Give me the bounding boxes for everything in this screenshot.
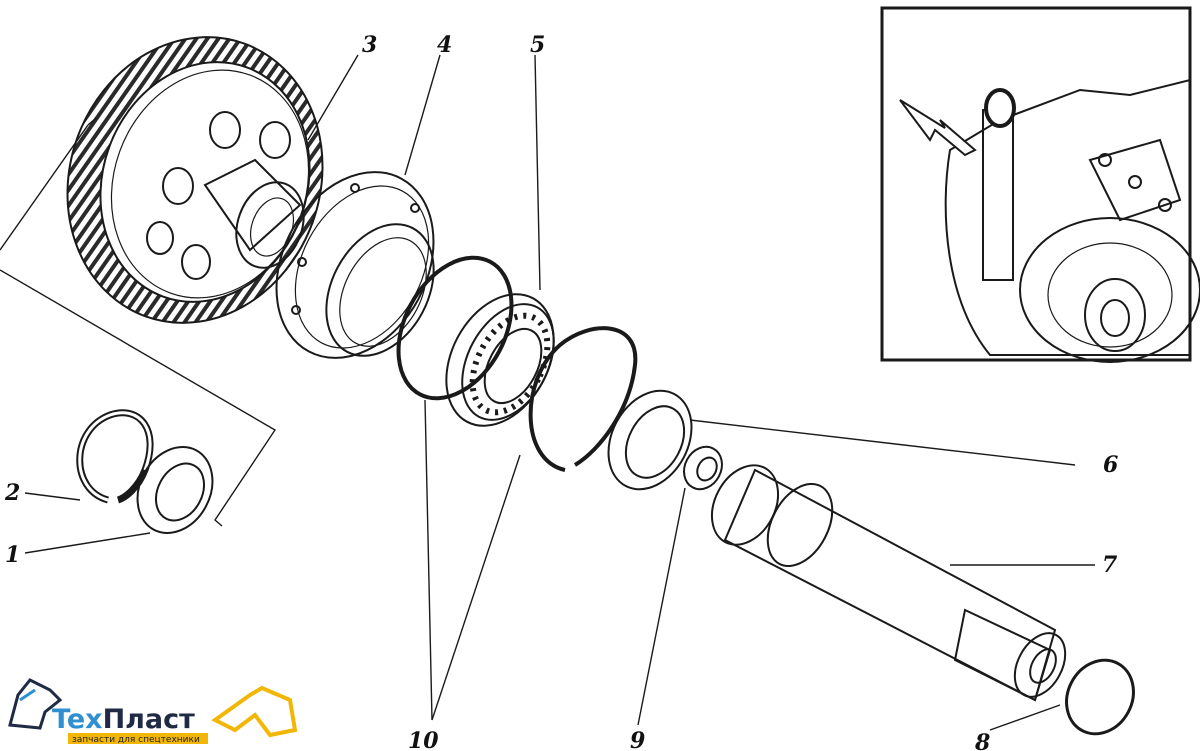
callout-7: 7 <box>1102 552 1118 578</box>
techplast-logo: TexПласт запчасти для спецтехники <box>8 678 298 745</box>
inset-view <box>880 6 1200 363</box>
part-2-lock-washer <box>76 409 154 504</box>
svg-text:TexПласт: TexПласт <box>52 704 195 735</box>
group-bracket <box>0 117 276 527</box>
logo-tagline: запчасти для спецтехники <box>72 735 200 745</box>
excavator-icon <box>8 678 63 730</box>
part-8-o-ring <box>1065 658 1135 736</box>
logo-name-part1: Tex <box>52 704 103 735</box>
callout-6: 6 <box>1103 452 1118 478</box>
callout-5: 5 <box>530 32 545 58</box>
callout-9: 9 <box>630 728 645 751</box>
callout-2: 2 <box>4 480 20 506</box>
part-9-bushing <box>683 445 723 491</box>
part-4-flange-housing <box>275 171 435 359</box>
part-10-snap-ring-b <box>528 326 638 472</box>
part-6-spacer-ring <box>607 389 693 491</box>
part-10-snap-ring-a <box>396 255 514 401</box>
callout-8: 8 <box>974 730 990 751</box>
callout-1: 1 <box>5 542 20 568</box>
logo-name-part2: Пласт <box>103 704 196 735</box>
leader-lines <box>24 54 1095 731</box>
part-3-gear <box>66 36 324 324</box>
part-5-ball-bearing <box>445 293 555 427</box>
callout-4: 4 <box>437 32 452 58</box>
inset-arrow-icon <box>899 99 977 157</box>
callout-3: 3 <box>362 32 377 58</box>
callout-10: 10 <box>408 728 439 751</box>
part-7-splined-shaft <box>710 464 1067 702</box>
callout-labels: 3 4 5 6 7 8 9 10 2 1 <box>4 32 1118 751</box>
excavator-arm-icon <box>211 685 298 738</box>
part-1-slotted-nut <box>136 446 214 534</box>
